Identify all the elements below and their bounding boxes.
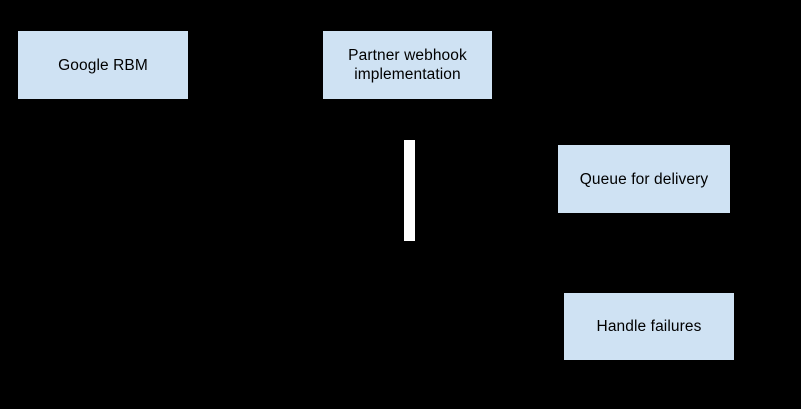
vertical-connector-line (404, 140, 415, 241)
node-handle-failures[interactable]: Handle failures (564, 293, 734, 360)
node-google-rbm-label: Google RBM (58, 56, 148, 74)
node-partner-webhook-implementation[interactable]: Partner webhook implementation (323, 31, 492, 99)
node-handle-failures-label: Handle failures (596, 318, 702, 335)
node-google-rbm[interactable]: Google RBM (18, 31, 188, 99)
node-queue-for-delivery[interactable]: Queue for delivery (558, 145, 730, 213)
node-partner-webhook-implementation-label: Partner webhook implementation (348, 47, 467, 83)
node-queue-for-delivery-label: Queue for delivery (579, 170, 709, 188)
